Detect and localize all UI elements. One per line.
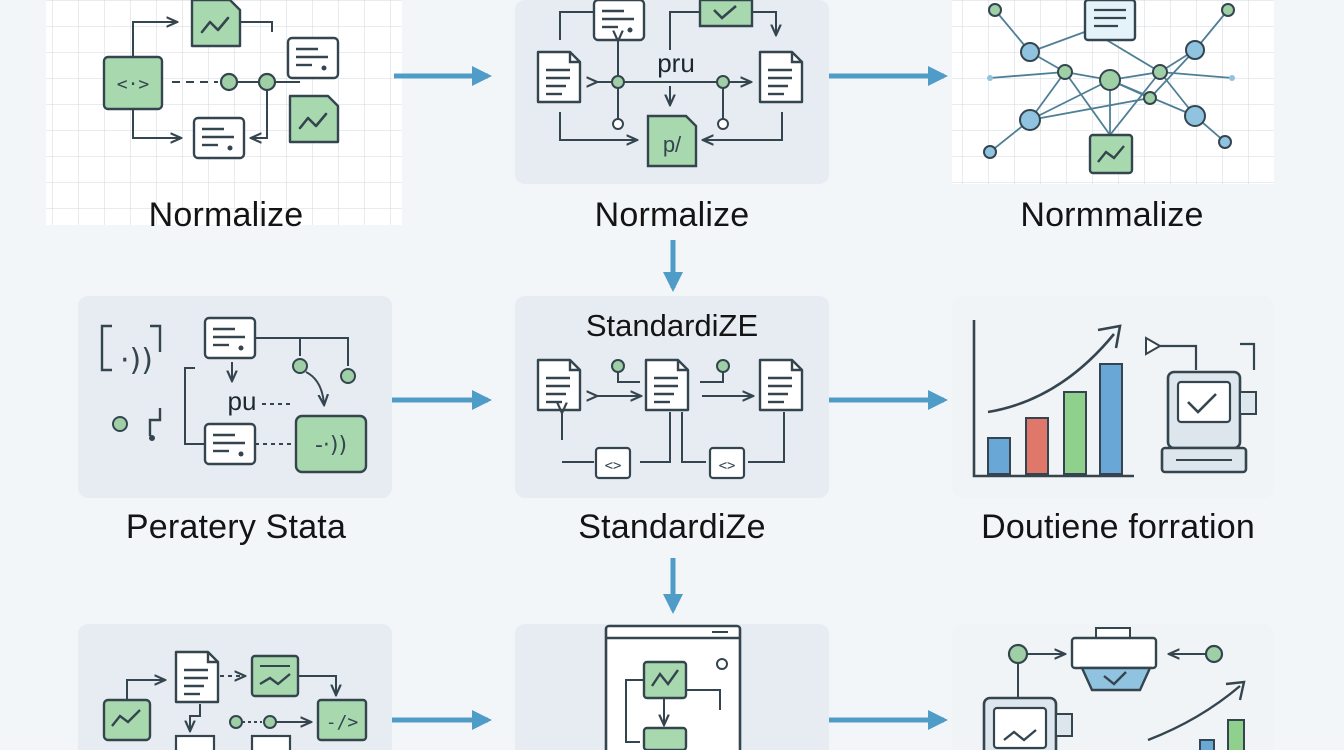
code-icon: <>: [594, 446, 632, 480]
panel-doutiene-forration: [952, 296, 1274, 498]
document-icon: [758, 50, 804, 104]
svg-text:<>: <>: [605, 458, 622, 474]
code-icon: <>: [708, 446, 746, 480]
signal-icon: ·)): [120, 343, 153, 378]
document-icon: [192, 116, 246, 160]
panel-normalize-2: pru p/: [515, 0, 829, 184]
panel-title-standardize: StandardiZE: [585, 308, 759, 343]
panel-normmalize-3: [952, 0, 1274, 184]
network-node-icon: [219, 72, 239, 92]
svg-text:p/: p/: [663, 132, 682, 157]
signal-icon: -·)): [294, 414, 368, 474]
pu-label: pu: [228, 386, 257, 416]
chart-line-icon: p/: [646, 114, 698, 168]
bar-chart-icon: [972, 320, 1134, 478]
chart-line-icon: [288, 94, 340, 144]
pru-label: pru: [657, 48, 695, 78]
check-icon: [698, 0, 754, 28]
svg-text:-/>: -/>: [326, 712, 359, 733]
panel-peratery-stata: ·)) pu -·)): [78, 296, 392, 498]
bar-chart-icon: [1147, 680, 1246, 750]
svg-text:-·)): -·)): [315, 433, 347, 458]
chart-line-icon: [102, 698, 152, 742]
document-icon: [1083, 0, 1137, 42]
caption-normmalize-3: Normmalize: [1020, 196, 1204, 234]
panel-row3-middle: [515, 624, 829, 750]
panel-normalize-1: <·>: [46, 0, 402, 225]
caption-standardize: StandardiZe: [578, 508, 766, 546]
document-icon: [203, 316, 257, 360]
chart-line-icon: [250, 654, 300, 698]
document-icon: [644, 358, 690, 412]
document-icon: [758, 358, 804, 412]
caption-normalize-1: Normalize: [148, 196, 304, 234]
caption-peratery-stata: Peratery Stata: [125, 508, 347, 546]
monitor-check-icon: [982, 696, 1073, 750]
caption-doutiene-forration: Doutiene forration: [981, 508, 1255, 546]
monitor-check-icon: [1145, 336, 1257, 474]
svg-text:<·>: <·>: [117, 74, 150, 95]
document-icon: [592, 0, 646, 42]
document-icon: [536, 358, 582, 412]
panel-row3-right: [952, 624, 1274, 750]
chart-line-icon: [642, 660, 688, 700]
network-node-icon: [983, 3, 1235, 159]
svg-text:<>: <>: [719, 458, 736, 474]
chart-line-icon: [190, 0, 242, 48]
panel-row3-left: -/>: [78, 624, 392, 750]
code-icon: <·>: [102, 55, 164, 111]
document-icon: [286, 36, 340, 80]
monitor-check-icon: [1070, 627, 1158, 692]
caption-normalize-2: Normalize: [594, 196, 750, 234]
chart-line-icon: [1088, 133, 1134, 175]
document-icon: [536, 50, 582, 104]
document-icon: [174, 650, 220, 704]
panel-standardize: <> <>: [515, 296, 829, 498]
code-icon: -/>: [316, 698, 368, 742]
document-icon: [203, 422, 257, 466]
